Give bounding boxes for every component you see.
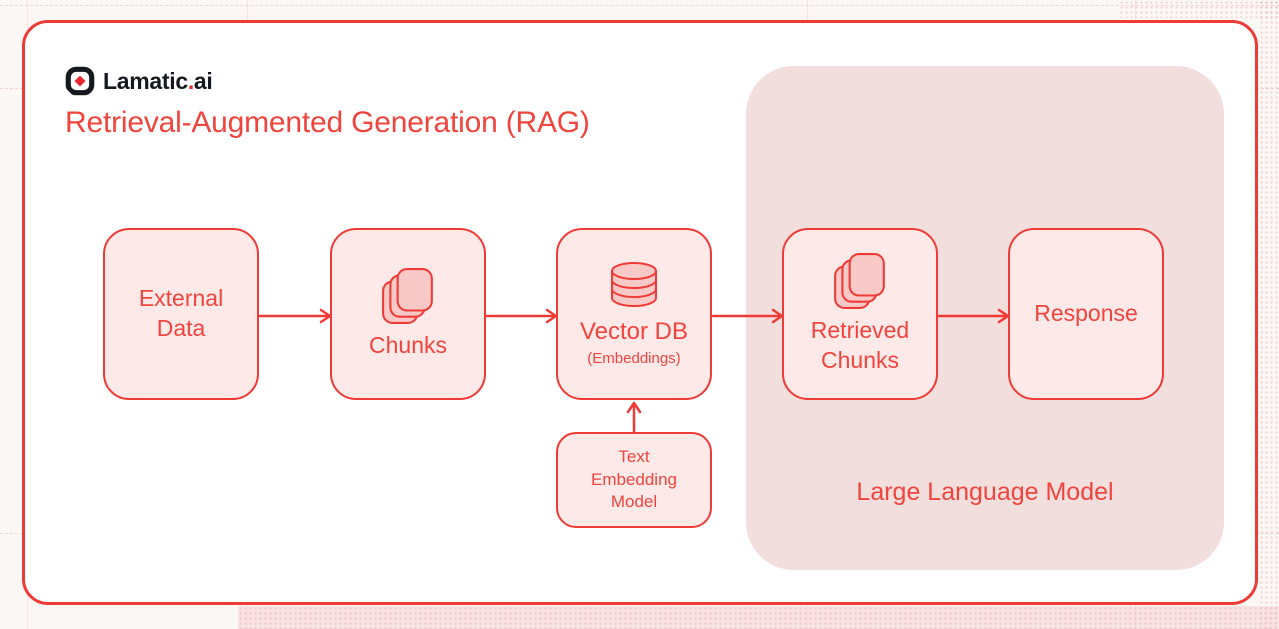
- node-label: Vector DB: [579, 317, 689, 345]
- brand-logo: Lamatic.ai: [65, 66, 213, 96]
- node-label: Embedding: [590, 469, 677, 489]
- node-text-embedding-model: Text Embedding Model: [556, 432, 712, 528]
- node-vector-db: Vector DB (Embeddings): [556, 228, 712, 400]
- node-label: Response: [1034, 300, 1138, 327]
- node-label: Chunks: [821, 347, 899, 373]
- chunks-icon: [831, 252, 889, 310]
- database-icon: [608, 260, 660, 310]
- node-response: Response: [1008, 228, 1164, 400]
- node-label: Text: [618, 446, 650, 466]
- node-retrieved-chunks: Retrieved Chunks: [782, 228, 938, 400]
- node-sublabel: (Embeddings): [587, 349, 681, 367]
- node-label: Model: [610, 492, 658, 512]
- bg-dot-texture: [1119, 0, 1279, 18]
- node-label: External: [138, 285, 224, 312]
- llm-container-label: Large Language Model: [856, 478, 1114, 506]
- bg-dot-texture: [238, 606, 1279, 629]
- node-external-data: External Data: [103, 228, 259, 400]
- lamatic-logo-icon: [65, 66, 95, 96]
- bg-dot-texture: [1259, 0, 1279, 629]
- node-label: Chunks: [369, 332, 447, 359]
- bg-grid-line-dashed: [0, 5, 1279, 6]
- brand-name: Lamatic.ai: [103, 67, 213, 94]
- chunks-icon: [379, 267, 437, 325]
- node-label: Data: [156, 315, 206, 341]
- node-label: Retrieved: [810, 317, 910, 344]
- node-chunks: Chunks: [330, 228, 486, 400]
- page-title: Retrieval-Augmented Generation (RAG): [65, 106, 590, 139]
